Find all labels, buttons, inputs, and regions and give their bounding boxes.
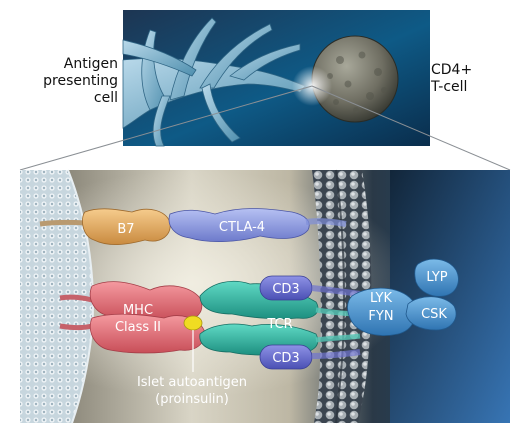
cd3-bottom-protein bbox=[259, 344, 361, 370]
apc-membrane bbox=[20, 170, 93, 423]
antigen-label-line2: (proinsulin) bbox=[155, 392, 229, 407]
t-cell-caption: CD4+ T-cell bbox=[431, 62, 511, 96]
apc-caption-line2: presenting bbox=[43, 73, 118, 89]
tcell-membrane bbox=[312, 170, 372, 423]
csk-protein bbox=[405, 296, 457, 331]
csk-label: CSK bbox=[421, 307, 447, 322]
ctla4-protein bbox=[168, 208, 347, 243]
ctla4-label: CTLA-4 bbox=[219, 220, 265, 235]
mhc-label-line2: Class II bbox=[115, 320, 161, 335]
b7-protein bbox=[39, 208, 171, 245]
antigen-presenting-cell-caption: Antigen presenting cell bbox=[40, 56, 118, 107]
mhc-class-ii-protein bbox=[59, 281, 205, 354]
tcell-caption-line1: CD4+ bbox=[431, 62, 473, 78]
lyk-fyn-protein bbox=[347, 287, 416, 336]
tcell-caption-line2: T-cell bbox=[431, 79, 468, 95]
cd3-top-label: CD3 bbox=[272, 282, 299, 297]
tcr-label: TCR bbox=[266, 317, 292, 332]
cd3-bottom-label: CD3 bbox=[272, 351, 299, 366]
top-inset-panel bbox=[122, 10, 430, 147]
apc-caption-line3: cell bbox=[93, 90, 118, 106]
fyn-label: FYN bbox=[368, 309, 393, 324]
islet-autoantigen-shape bbox=[183, 315, 203, 331]
antigen-presenting-cell-shape bbox=[122, 17, 306, 147]
lyp-protein bbox=[414, 258, 459, 297]
b7-label: B7 bbox=[117, 222, 134, 237]
mhc-label-line1: MHC bbox=[123, 303, 153, 318]
antigen-label-line1: Islet autoantigen bbox=[137, 375, 247, 390]
lyp-label: LYP bbox=[426, 270, 447, 285]
zoom-line-right bbox=[311, 85, 511, 171]
lyk-label: LYK bbox=[370, 291, 392, 306]
zoom-line-left bbox=[19, 85, 313, 171]
apc-caption-line1: Antigen bbox=[63, 56, 118, 72]
